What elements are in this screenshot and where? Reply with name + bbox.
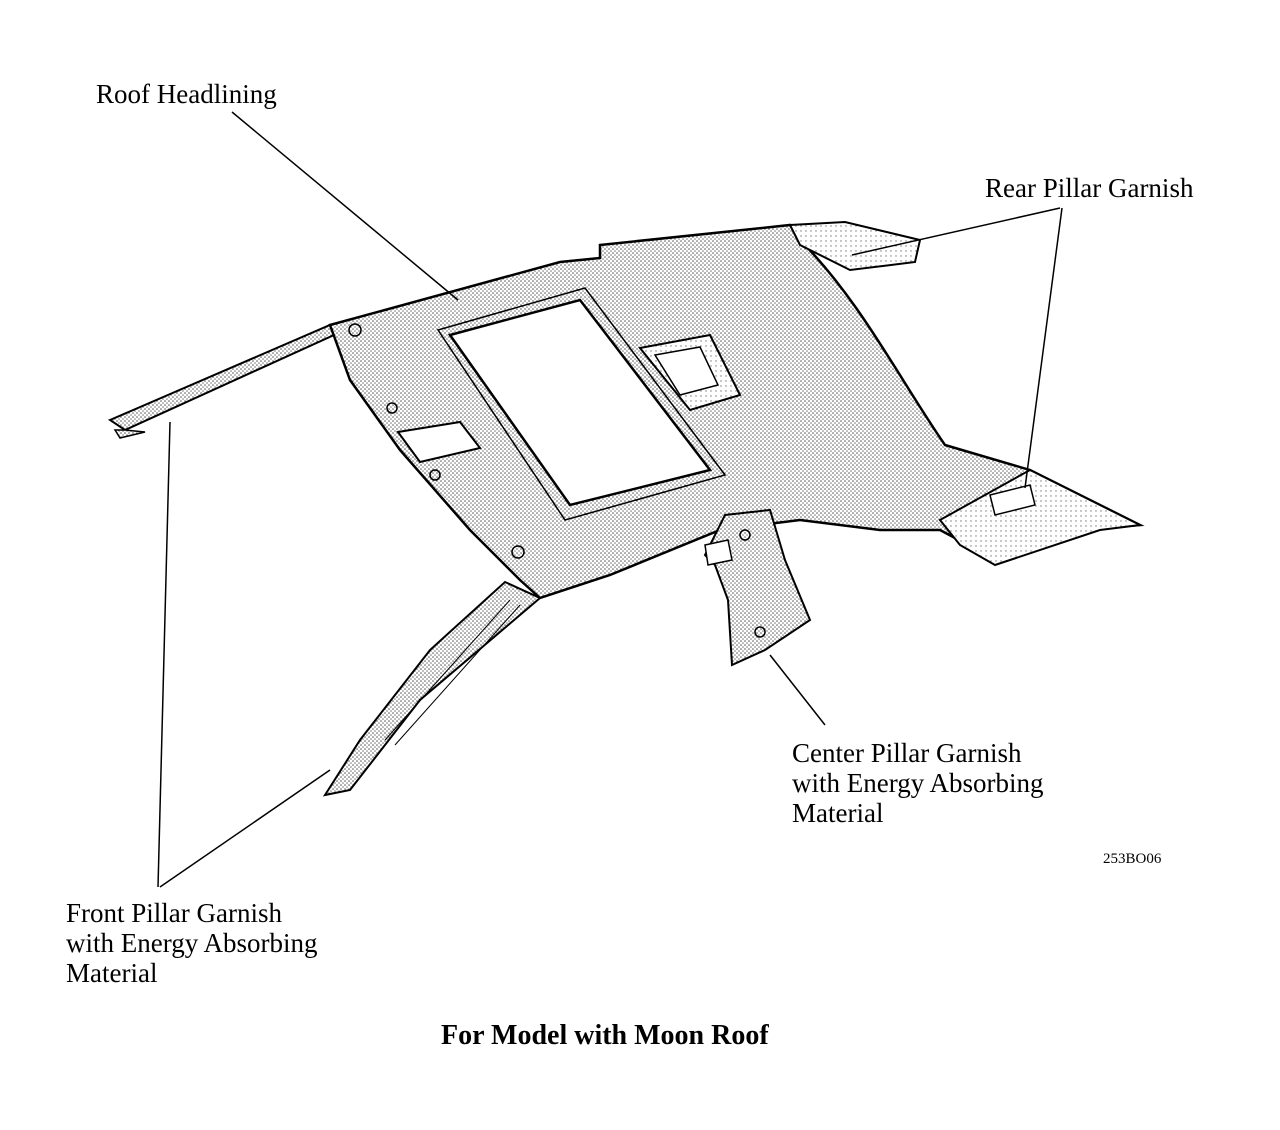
center-pillar-garnish [703,508,812,667]
label-front-pillar-line2: with Energy Absorbing [66,928,318,958]
front-roof-rail [107,323,348,432]
label-front-pillar-line3: Material [66,958,158,988]
label-center-pillar-line2: with Energy Absorbing [792,768,1044,798]
figure-caption: For Model with Moon Roof [441,1020,769,1051]
label-roof-headlining: Roof Headlining [96,79,277,109]
label-front-pillar-line1: Front Pillar Garnish [66,898,282,928]
moon-roof-opening [447,298,713,507]
label-center-pillar-line1: Center Pillar Garnish [792,738,1022,768]
leader-lines [157,111,1063,888]
rear-top-edge [788,220,922,272]
figure-code: 253BO06 [1103,851,1162,867]
label-rear-pillar-garnish: Rear Pillar Garnish [985,173,1194,203]
front-pillar-garnish [322,580,542,797]
front-console-opening [396,420,482,464]
label-center-pillar-line3: Material [792,798,884,828]
rear-pillar-right [938,468,1144,567]
